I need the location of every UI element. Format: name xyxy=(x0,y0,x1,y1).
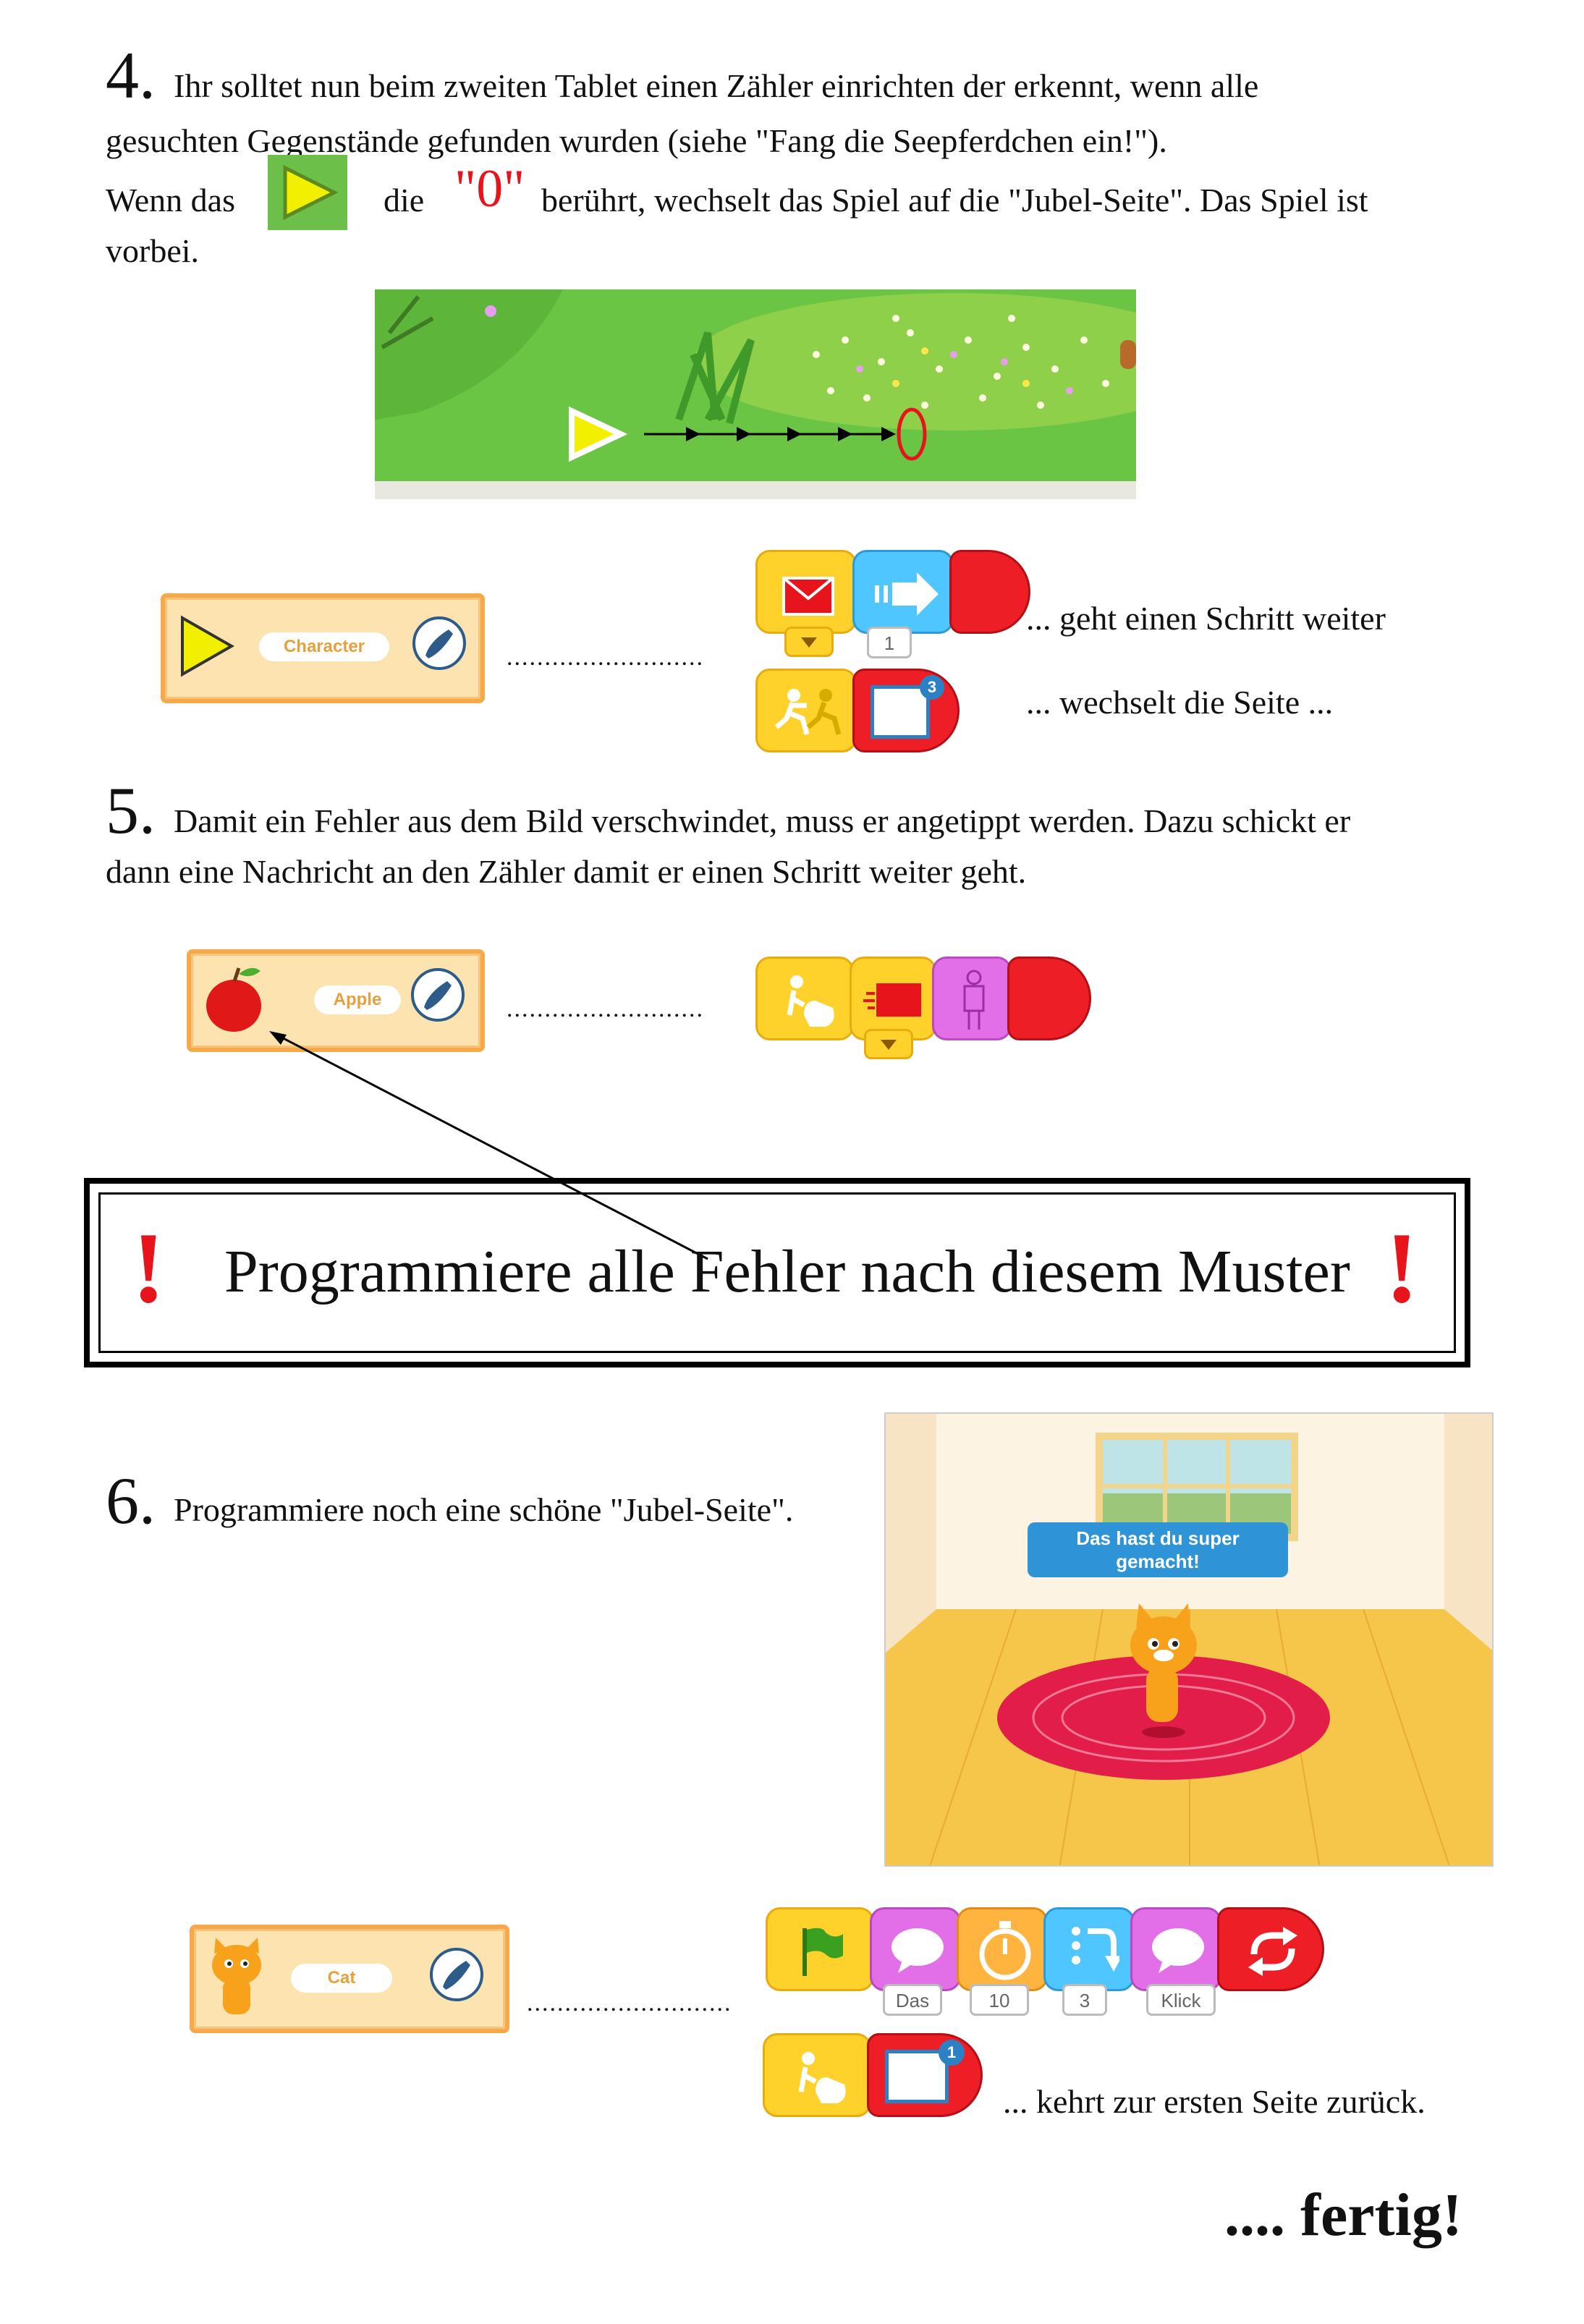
section4-line3-c: berührt, wechselt das Spiel auf die "Jub… xyxy=(541,182,1368,219)
cat-icon xyxy=(212,1938,261,2014)
finished-text: .... fertig! xyxy=(1224,2181,1462,2249)
message-dropdown[interactable] xyxy=(784,627,834,657)
section6-dots: ........................... xyxy=(527,1990,732,2016)
cat-character xyxy=(1130,1603,1197,1738)
move-steps-arg[interactable]: 1 xyxy=(867,627,912,658)
section5-line2: dann eine Nachricht an den Zähler damit … xyxy=(106,853,1027,890)
paint-brush-icon[interactable] xyxy=(411,968,465,1022)
wait-arg[interactable]: 10 xyxy=(970,1984,1029,2016)
section4-line2: gesuchten Gegenstände gefunden wurden (s… xyxy=(106,122,1167,159)
send-message-dropdown[interactable] xyxy=(864,1029,913,1059)
section5-line1: Damit ein Fehler aus dem Bild verschwind… xyxy=(174,802,1351,839)
end-block[interactable] xyxy=(949,550,1030,634)
section4-line1: Ihr solltet nun beim zweiten Tablet eine… xyxy=(174,67,1259,104)
character-triangle-icon xyxy=(181,615,235,677)
speech-icon xyxy=(891,1928,944,1973)
page-number-badge: 3 xyxy=(920,675,944,700)
page-thumbnail-icon xyxy=(871,685,930,739)
say-block-2[interactable] xyxy=(1130,1907,1221,1991)
stopwatch-icon xyxy=(979,1921,1031,1980)
character-sprite-label: Character xyxy=(259,632,389,661)
move-forward-block[interactable] xyxy=(852,550,954,634)
forward-arrow-icon xyxy=(875,572,939,616)
paint-brush-icon[interactable] xyxy=(412,616,466,670)
repeat-block[interactable] xyxy=(1043,1907,1135,1991)
wait-block[interactable] xyxy=(957,1907,1048,1991)
speech-icon xyxy=(1152,1928,1204,1973)
warning-mark-left: ! xyxy=(132,1212,166,1324)
section6-number: 6. xyxy=(106,1464,156,1538)
say-block-1[interactable] xyxy=(870,1907,961,1991)
repeat-arg[interactable]: 3 xyxy=(1062,1984,1107,2016)
repeat-forever-block[interactable] xyxy=(1217,1907,1324,1991)
say-arg-1[interactable]: Das xyxy=(883,1984,942,2016)
celebration-scene-image: Das hast du super gemacht! xyxy=(884,1412,1494,1867)
hide-figure-icon xyxy=(963,970,985,1030)
repeat-arrow-icon xyxy=(1072,1927,1119,1972)
warning-banner: ! Programmiere alle Fehler nach diesem M… xyxy=(84,1178,1470,1367)
character-sprite-card[interactable]: Character xyxy=(161,593,485,703)
go-to-page-block[interactable]: 1 xyxy=(867,2033,983,2117)
apple-sprite-card[interactable]: Apple xyxy=(187,949,485,1052)
green-flag-icon xyxy=(802,1928,843,1976)
section4-line3-b: die xyxy=(384,182,425,219)
touch-start-block[interactable] xyxy=(755,669,857,752)
section5-dots: .......................... xyxy=(507,996,704,1022)
loop-arrows-icon xyxy=(1248,1927,1297,1976)
envelope-icon xyxy=(782,577,834,616)
say-arg-2[interactable]: Klick xyxy=(1146,1984,1216,2016)
caption-next-step: ... geht einen Schritt weiter xyxy=(1026,600,1386,637)
cat-sprite-label: Cat xyxy=(291,1964,392,1993)
section4-number: 4. xyxy=(106,38,156,112)
cat-sprite-card[interactable]: Cat xyxy=(190,1925,509,2033)
section5-number: 5. xyxy=(106,773,156,847)
tap-hand-icon xyxy=(798,2052,846,2103)
caption-change-page: ... wechselt die Seite ... xyxy=(1026,684,1334,721)
end-block[interactable] xyxy=(1007,957,1091,1040)
tap-hand-icon xyxy=(787,975,834,1027)
receive-message-block[interactable] xyxy=(755,550,857,634)
page-thumbnail-icon xyxy=(885,2050,949,2103)
send-envelope-icon xyxy=(863,983,921,1017)
paint-brush-icon[interactable] xyxy=(430,1948,483,2001)
running-figure-icon xyxy=(774,689,842,735)
on-tap-block[interactable] xyxy=(763,2033,871,2117)
page-number-badge: 1 xyxy=(939,2040,965,2066)
zero-label: "0" xyxy=(454,159,525,219)
speech-bubble: Das hast du super gemacht! xyxy=(1028,1522,1288,1577)
section4-line4: vorbei. xyxy=(106,232,200,269)
green-flag-block[interactable] xyxy=(766,1907,874,1991)
apple-sprite-label: Apple xyxy=(314,985,401,1014)
on-tap-block[interactable] xyxy=(755,957,854,1040)
apple-icon xyxy=(206,967,261,1032)
section6-line1: Programmiere noch eine schöne "Jubel-Sei… xyxy=(174,1491,794,1528)
caption-back-to-first: ... kehrt zur ersten Seite zurück. xyxy=(1003,2083,1426,2120)
warning-mark-right: ! xyxy=(1385,1212,1419,1324)
go-to-page-block[interactable]: 3 xyxy=(852,669,960,752)
section4-dots: .......................... xyxy=(507,644,704,671)
game-scene-image xyxy=(375,289,1136,499)
play-button-icon xyxy=(268,155,347,230)
section4-line3-a: Wenn das xyxy=(106,182,235,219)
banner-text: Programmiere alle Fehler nach diesem Mus… xyxy=(224,1238,1350,1305)
